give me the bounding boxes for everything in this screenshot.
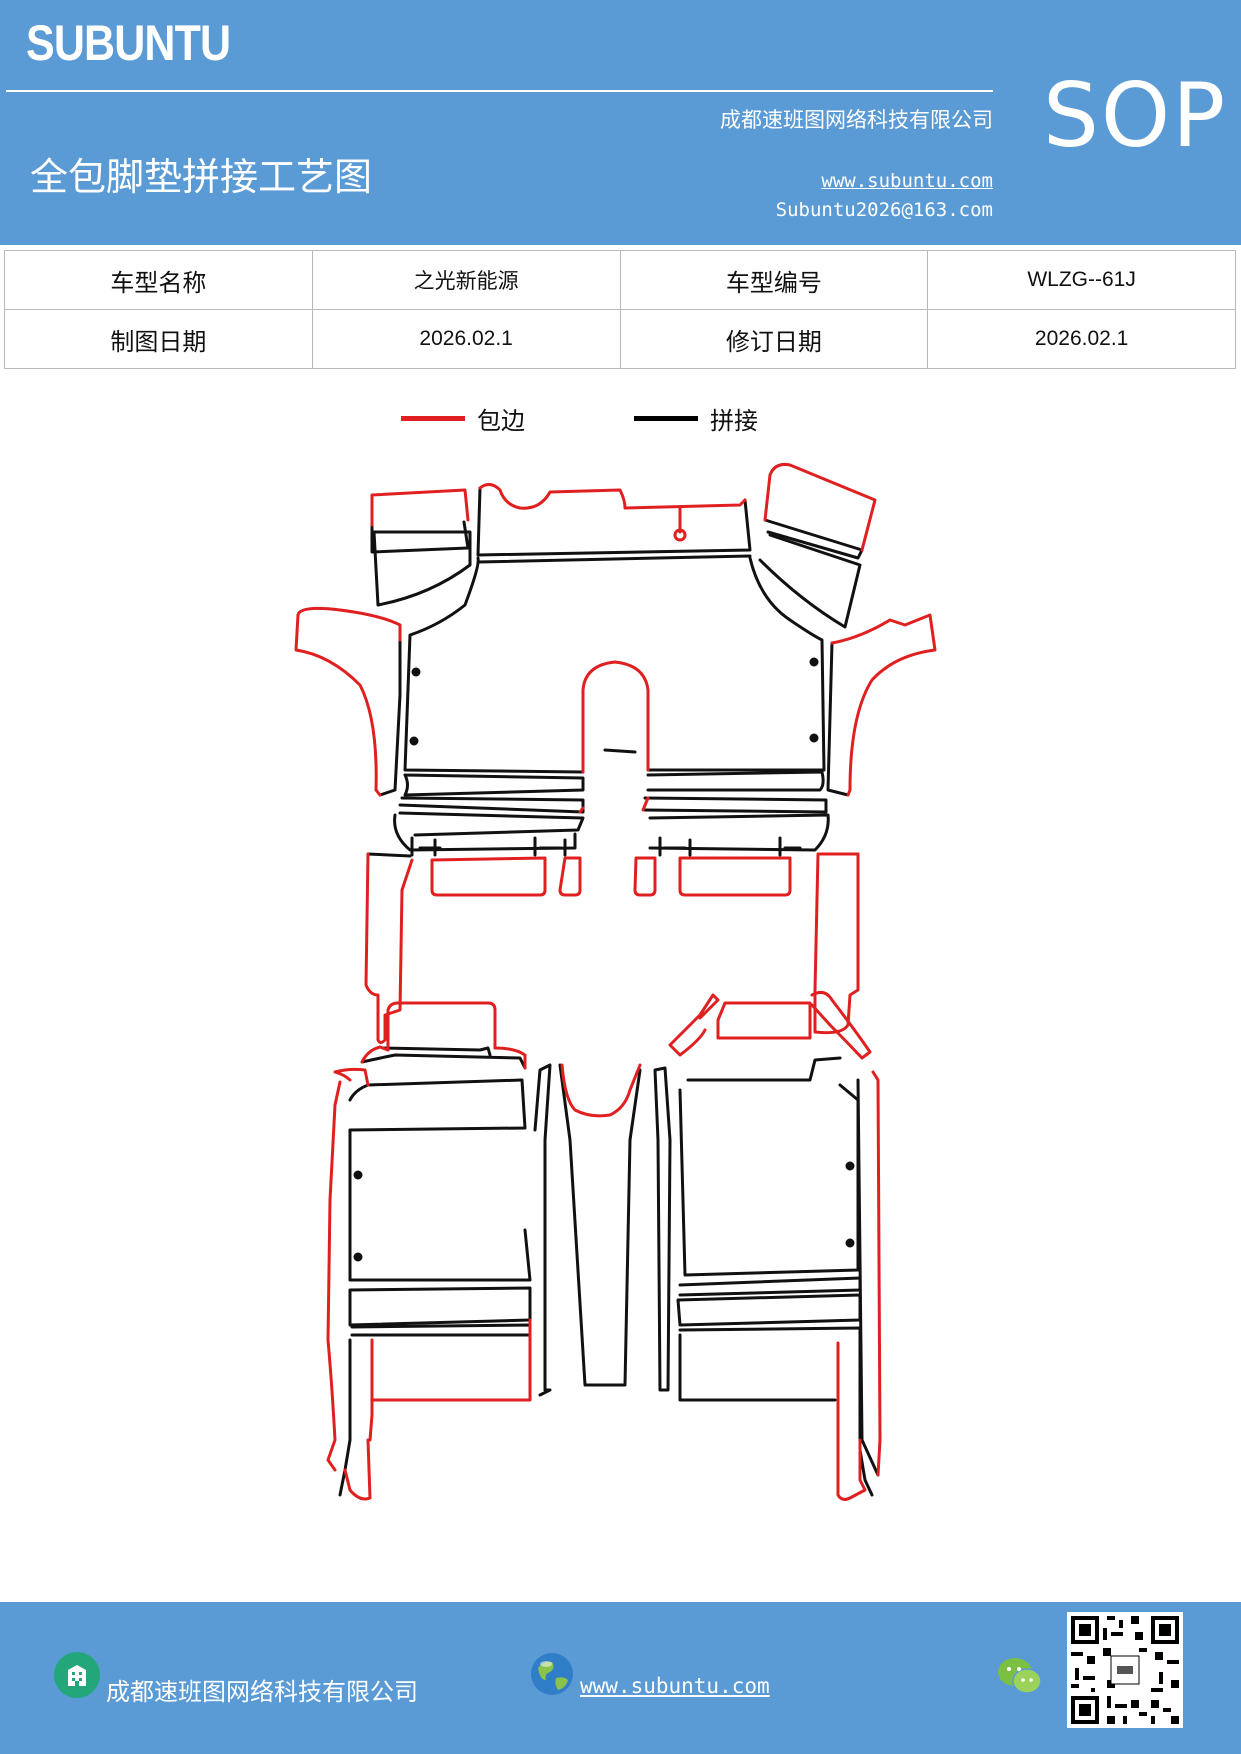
model-name-label: 车型名称 — [4, 250, 313, 310]
sop-badge: SOP — [1043, 64, 1228, 167]
legend-edge: 包边 — [401, 398, 525, 438]
draw-date-value: 2026.02.1 — [311, 309, 621, 369]
edge-binding-lines — [294, 463, 937, 1501]
wechat-icon[interactable] — [996, 1654, 1044, 1698]
header-company: 成都速班图网络科技有限公司 — [720, 108, 993, 132]
building-icon — [54, 1652, 100, 1698]
document-title: 全包脚垫拼接工艺图 — [30, 155, 373, 199]
legend-edge-swatch — [401, 415, 465, 421]
qr-code — [1067, 1612, 1183, 1728]
legend-splice: 拼接 — [634, 398, 758, 438]
footer-website-link[interactable]: www.subuntu.com — [580, 1674, 770, 1698]
model-code-label: 车型编号 — [619, 250, 929, 310]
table-row: 制图日期 2026.02.1 修订日期 2026.02.1 — [4, 309, 1236, 369]
model-code-value: WLZG--61J — [927, 250, 1236, 310]
revise-date-value: 2026.02.1 — [927, 309, 1236, 369]
legend-edge-label: 包边 — [477, 406, 525, 435]
footer-banner: 成都速班图网络科技有限公司 www.subuntu.com — [0, 1602, 1241, 1754]
splice-lines — [338, 486, 880, 1497]
header-website-link[interactable]: www.subuntu.com — [821, 170, 993, 192]
header-divider — [6, 90, 993, 92]
globe-icon — [528, 1650, 576, 1698]
header-banner: SUBUNTU 全包脚垫拼接工艺图 成都速班图网络科技有限公司 www.subu… — [0, 0, 1241, 245]
legend-splice-label: 拼接 — [710, 406, 758, 435]
brand-logo: SUBUNTU — [26, 15, 231, 71]
header-email[interactable]: Subuntu2026@163.com — [775, 199, 993, 221]
legend-splice-swatch — [634, 415, 698, 421]
info-table: 车型名称 之光新能源 车型编号 WLZG--61J 制图日期 2026.02.1… — [4, 250, 1236, 369]
draw-date-label: 制图日期 — [4, 309, 313, 369]
table-row: 车型名称 之光新能源 车型编号 WLZG--61J — [4, 250, 1236, 310]
floor-mat-diagram — [294, 463, 937, 1501]
model-name-value: 之光新能源 — [311, 250, 621, 310]
revise-date-label: 修订日期 — [619, 309, 929, 369]
footer-company: 成都速班图网络科技有限公司 — [106, 1678, 418, 1706]
